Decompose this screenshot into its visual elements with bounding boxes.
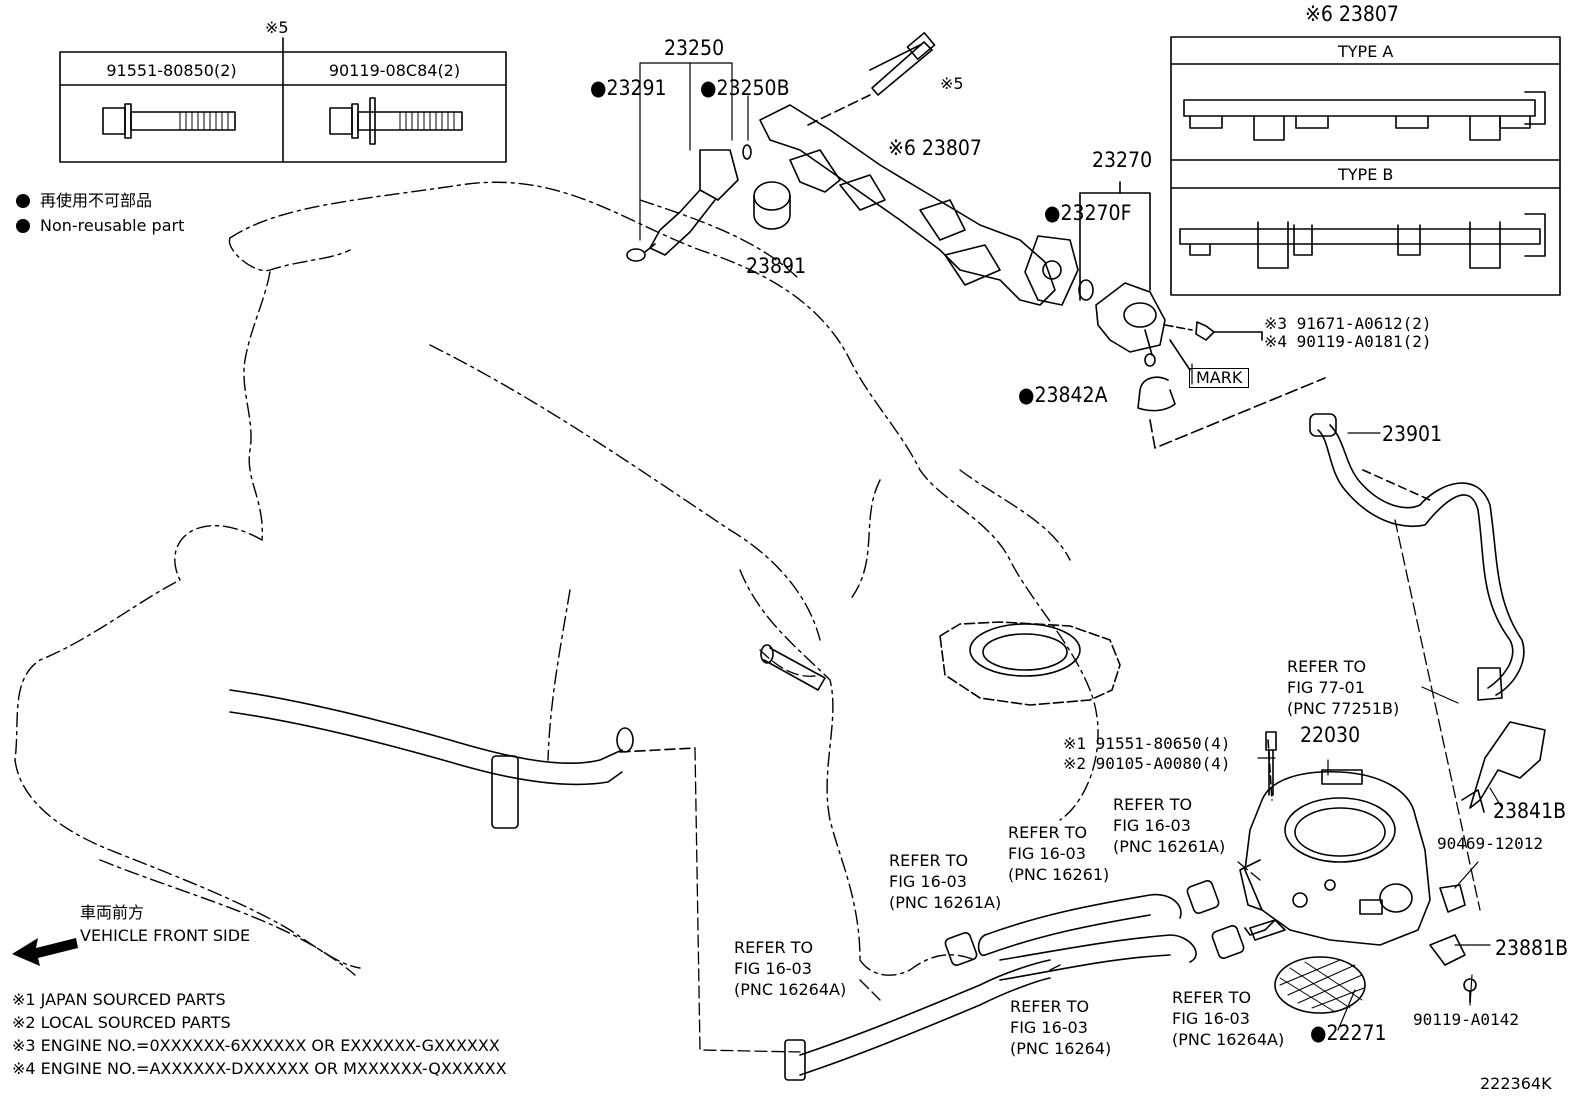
callout-23250b: ●23250B (700, 76, 790, 100)
callout-bolt-2: ※2 90105-A0080(4) (1063, 754, 1231, 773)
callout-23842a: ●23842A (1018, 383, 1108, 407)
rail-type-panel (1170, 36, 1561, 296)
bolt-icon-1 (102, 103, 236, 139)
bolt-table (59, 37, 507, 163)
small-parts (1429, 884, 1477, 1003)
refer-fig-16-03-c: REFER TO FIG 16-03 (PNC 16261A) (1113, 795, 1226, 856)
clip-23841b (1461, 721, 1546, 813)
rail-type-b-label: TYPE B (1338, 165, 1394, 184)
gasket-22271 (1274, 956, 1366, 1014)
callout-23270: 23270 (1092, 148, 1153, 172)
injector-assembly (626, 144, 791, 262)
callout-23807: ※6 23807 (888, 136, 982, 160)
refer-fig-16-03-b: REFER TO FIG 16-03 (PNC 16261) (1008, 823, 1110, 884)
fuel-rail (759, 32, 1079, 306)
callout-mark5: ※5 (940, 74, 964, 93)
front-label-jp: 車両前方 (80, 903, 145, 922)
callout-bolt-4: ※4 90119-A0181(2) (1264, 332, 1432, 351)
refer-fig-16-03-a: REFER TO FIG 16-03 (PNC 16261A) (889, 851, 1002, 912)
phantom-connectors (694, 519, 1481, 1053)
callout-23270f: ●23270F (1044, 201, 1132, 225)
throttle-body-22030 (1239, 731, 1431, 946)
callout-bolt-3: ※3 91671-A0612(2) (1264, 314, 1432, 333)
engine-pipe-stub (760, 644, 826, 691)
callout-23901: 23901 (1382, 422, 1443, 446)
callout-90469-12012: 90469-12012 (1437, 834, 1543, 853)
callout-23250: 23250 (664, 36, 725, 60)
refer-fig-16-03-d: REFER TO FIG 16-03 (PNC 16264A) (734, 938, 847, 999)
callout-22030: 22030 (1300, 723, 1361, 747)
callout-bolt-1: ※1 91551-80650(4) (1063, 734, 1231, 753)
rail-type-header: ※6 23807 (1305, 2, 1399, 26)
callout-23881b: 23881B (1495, 936, 1569, 960)
callout-23841b: 23841B (1493, 799, 1567, 823)
rail-type-a-label: TYPE A (1338, 42, 1394, 61)
legend-jp: 再使用不可部品 (40, 191, 153, 210)
delivery-pipe-23270 (1078, 181, 1326, 449)
refer-fig-16-03-f: REFER TO FIG 16-03 (PNC 16264A) (1172, 988, 1285, 1049)
refer-fig-16-03-e: REFER TO FIG 16-03 (PNC 16264) (1010, 997, 1112, 1058)
legend-bullets (16, 194, 30, 233)
front-arrow-icon (12, 938, 78, 966)
footnotes: ※1 JAPAN SOURCED PARTS ※2 LOCAL SOURCED … (12, 990, 507, 1078)
refer-fig-77-01: REFER TO FIG 77-01 (PNC 77251B) (1287, 657, 1400, 718)
figure-id: 222364K (1480, 1074, 1552, 1093)
bolt-table-note-mark: ※5 (265, 18, 289, 37)
fuel-hose-23901 (1309, 413, 1525, 701)
legend-en: Non-reusable part (40, 216, 185, 235)
callout-22271: ●22271 (1310, 1021, 1387, 1045)
bolt-icon-2 (329, 97, 463, 145)
callout-23891: 23891 (746, 254, 807, 278)
water-hoses (784, 880, 1286, 1081)
intake-port (939, 621, 1121, 706)
water-pipe (229, 689, 696, 829)
bolt-table-part-1: 91551-80850(2) (106, 61, 237, 80)
front-label-en: VEHICLE FRONT SIDE (80, 926, 251, 945)
callout-90119-a0142: 90119-A0142 (1413, 1010, 1519, 1029)
callout-23291: ●23291 (590, 76, 667, 100)
bolt-table-part-2: 90119-08C84(2) (328, 61, 461, 80)
rail-type-b-drawing (1179, 213, 1546, 269)
mark-label: MARK (1189, 368, 1250, 388)
rail-type-a-drawing (1183, 91, 1546, 141)
